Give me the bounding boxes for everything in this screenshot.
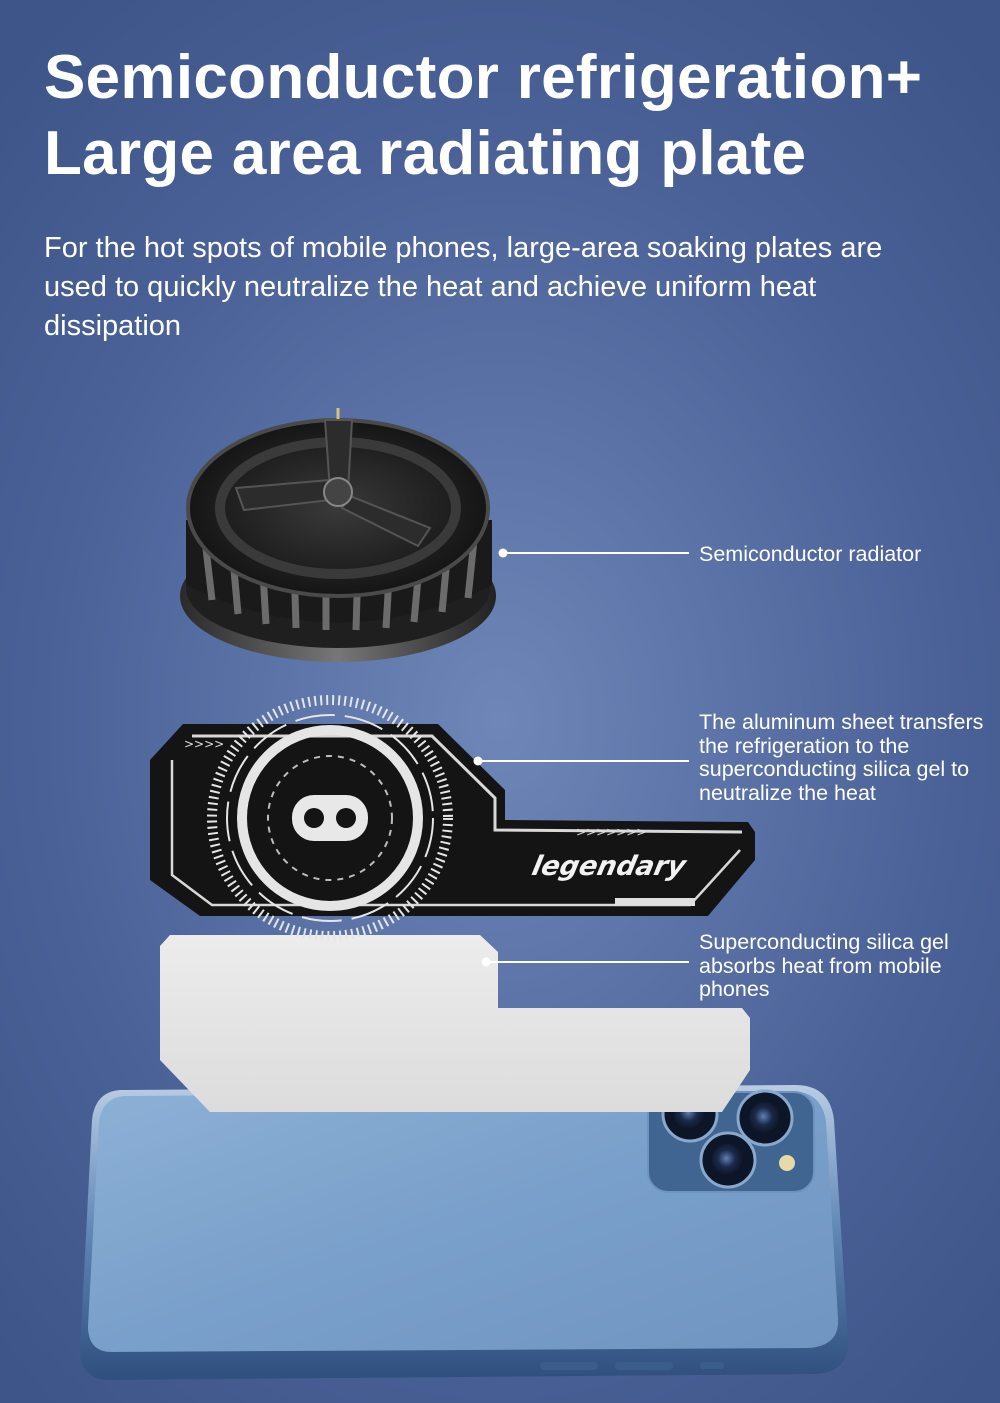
callout-silica-gel: Superconducting silica gel absorbs heat …: [699, 930, 949, 1001]
callout-leaders: [473, 548, 689, 967]
callout-aluminum-sheet: The aluminum sheet transfers the refrige…: [699, 710, 984, 805]
silica-gel-pad: [160, 935, 750, 1112]
headline-line-1: Semiconductor refrigeration+: [44, 43, 923, 112]
callout-semiconductor-radiator: Semiconductor radiator: [699, 542, 922, 566]
aluminum-plate: >>>> >>>>>>> legendary: [150, 695, 755, 941]
svg-text:>>>>>>>: >>>>>>>: [576, 825, 646, 839]
gamepad-icon: [292, 795, 368, 841]
plate-dial-graphic: [207, 695, 453, 941]
headline-line-2: Large area radiating plate: [44, 119, 807, 188]
side-button: [700, 1362, 724, 1369]
subtitle: For the hot spots of mobile phones, larg…: [44, 232, 883, 342]
flash: [779, 1155, 795, 1171]
headline: Semiconductor refrigeration+ Large area …: [44, 40, 984, 192]
side-button: [540, 1362, 598, 1370]
side-button: [615, 1362, 673, 1370]
phone: [80, 1085, 849, 1380]
semiconductor-radiator: [180, 408, 496, 662]
plate-brand-text: legendary: [529, 851, 690, 882]
svg-text:>>>>: >>>>: [184, 737, 224, 751]
